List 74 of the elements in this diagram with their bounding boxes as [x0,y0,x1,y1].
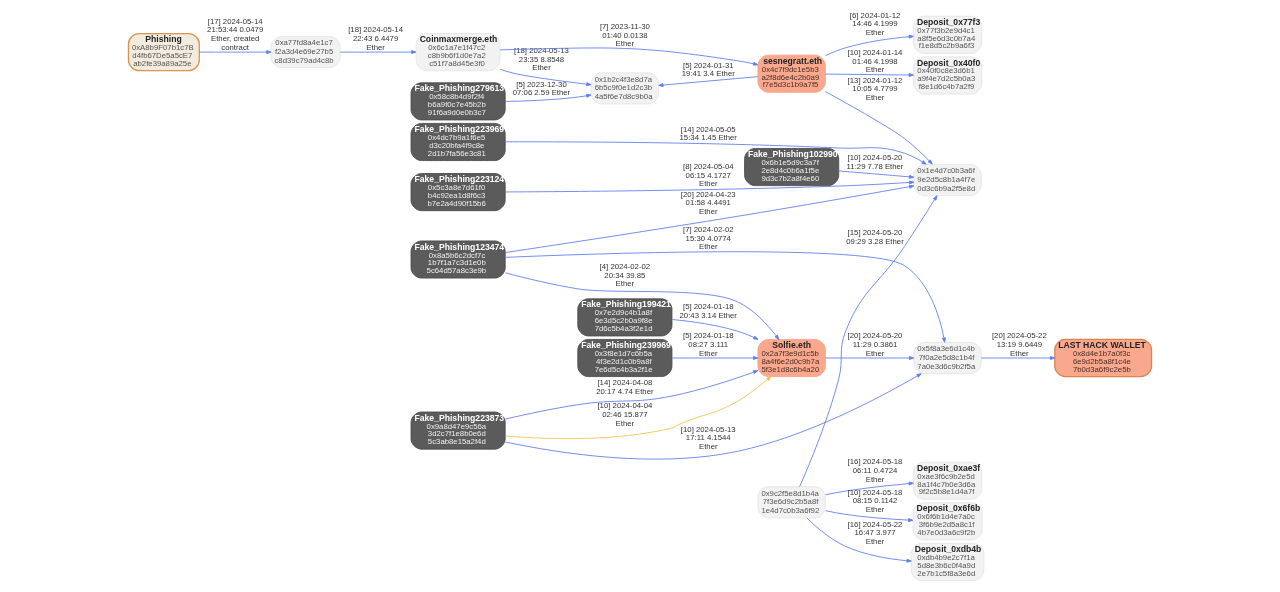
node-box: Deposit_0x77f3 0x77f3b2e9d4c1a8f5e6d3c0b7a4f1e8d5c2b9a6f3 [913,15,983,54]
edge-label: [7] 2024-02-02 15:30 4.0774 Ether [683,225,734,252]
edge-label: [10] 2024-01-14 01:46 4.1998 Ether [847,47,903,75]
arrow [825,73,914,77]
edge-label: [5] 2024-01-18 08:27 3.111 Ether [683,331,734,358]
edge-label: [20] 2024-05-22 13:19 9.6449 Ether [991,331,1047,358]
arrow [671,356,759,360]
edge-label: [6] 2024-01-12 14:46 4.1999 Ether [849,10,901,37]
arrow [499,47,759,66]
arrow [499,68,592,87]
node-box: Deposit_0xdb4b 0xdb4b9e2c7f1a5d8e3b6c0f4a9d2e7b1c5f8a3e6d [910,542,985,581]
arrow [504,184,915,253]
arrow [339,50,417,55]
node-box: 0x1e4d7c0b3a6f9e2d5c8b1a4f7e0d3c6b9a2f5e8d [913,164,982,196]
edge-label: [10] 2024-05-20 11:29 7.78 Ether [846,153,904,171]
node-box: Fake_Phishing199421 0x7e2d9c4b1a8f6e3d5c2b0a9f8e7d6c5b4a3f2e1d [577,298,673,337]
arrow [825,510,914,523]
edge-label: [5] 2024-01-31 19:41 3.4 Ether [681,60,735,79]
edge-label: [10] 2024-05-18 08:15 0.1142 Ether [847,487,903,514]
arrow [825,34,914,56]
arrow [838,170,915,179]
arrow [198,50,272,55]
arrow [504,251,946,343]
edge-label: [8] 2024-05-04 06:15 4.1727 Ether [683,161,734,189]
edge-label: [14] 2024-04-08 20:17 4.74 Ether [596,377,654,396]
node-box: Fake_Phishing239969 0x3f8e1d7c6b5a4f3e2d1c0b9a8f7e6d5c4b3a2f1e [577,339,673,377]
arrow [825,356,915,360]
node-box: Fake_Phishing223969 0x4dc7b9a1f6e5d3c20bfa4f9c8e2d1b7fa56e3c81 [410,122,506,161]
edge-label: [16] 2024-05-18 06:11 0.4724 Ether [847,457,903,484]
arrow [981,356,1056,360]
node-box: Fake_Phishing102990 0x6b1e5d9c3a7f2e8d4c0b6a1f5e9d3c7b2a8f4e60 [744,148,840,187]
arrow [504,370,759,420]
edge-label: [7] 2023-11-30 01:40 0.0138 Ether [599,21,650,49]
edge-label: [18] 2024-05-14 22:43 6.4479 Ether [348,25,404,52]
edge-label: [10] 2024-04-04 02:46 15.877 Ether [597,401,653,428]
node-box: 0xa77fd8a4e1c7f2a3d4e69e27b5c8d39c79ad4c8b [270,36,341,69]
node-box: Deposit_0x6f6b 0x6f6b1d4e7a0c3f6b9e2d5a8c1f4b7e0d3a6c9f2b [912,502,983,541]
arrow [825,481,914,496]
edge-label: [15] 2024-05-20 09:29 3.28 Ether [846,228,904,247]
arrow [505,376,772,440]
edge-label: [17] 2024-05-14 21:53:44 0.0479 Ether, created contract [207,16,264,52]
arrow [799,195,938,488]
arrow [505,141,927,165]
edge-label: [20] 2024-05-20 11:29 0.3861 Ether [847,331,903,358]
node-box: Fake_Phishing279613 0x58c8b4d9f2f4b6a9f0c7e45b2b91f6a9d0e0b3c7 [410,82,506,121]
arrow [504,93,592,102]
edge-label: [16] 2024-05-22 16:47 3.977 Ether [847,519,903,546]
node-box: 0x1b2c4f3e8d7a6b5c9f0e1d2c3b4a5f6e7d8c9b0a [590,72,659,105]
node-box: Fake_Phishing223873 0x9a8d47e9c56a3d2c7f1e8b0e6d5c3ab8e15a2f4d [410,411,506,450]
arrow [671,319,759,340]
node-box: 0x5f8a3e6d1c4b7f0a2e5d8c1b4f7a0e3d6c9b2f5a [913,342,982,374]
node-box: Fake_Phishing223124 0x5c3a8e7d61f0b4c92ea1d8f6c3b7e2a4d90f15b6 [410,173,506,212]
arrow [806,517,912,563]
edge-label: [5] 2024-01-18 20:43 3.14 Ether [679,301,737,320]
arrow [658,76,759,88]
node-box: LAST HACK WALLET 0x8d4e1b7a0f3c6e9d2b5a8f1c4e7b0d3a6f9c2e5b [1054,338,1153,378]
edge-label: [13] 2024-01-12 10:05 4.7799 Ether [847,75,903,102]
node-box: Fake_Phishing123474 0x8a5b6c2dcf7c1b7f1a7c3d1e0b5c64d57a8c3e9b [410,240,506,279]
node-box: Phishing 0xA8b9F07b1c7Bd4fb67De5a5cE7ab2fe39a89a25e [127,32,200,72]
node-box: Deposit_0x40f0 0x40f0c8e3d6b1a9f4e7d2c5b0a3f8e1d6c4b7a2f9 [913,56,983,95]
edge-label: [20] 2024-04-23 01:58 4.4491 Ether [680,189,736,216]
node-box: 0x9c2f5e8d1b4a7f3e6d9c2b5a8f1e4d7c0b3a6f92 [757,486,826,519]
edge-label: [5] 2023-12-30 07:06 2.59 Ether [512,79,571,98]
arrow [824,91,933,165]
node-box: sesnegratt.eth 0x4c7f9dc1e5b3a2f8d6e4c2b0a9f7e5d3c1b9a7f5 [757,54,826,93]
edge-label: [4] 2024-02-02 20:34 39.85 Ether [599,262,651,289]
arrow [504,373,922,460]
edge-label: [10] 2024-05-13 17:11 4.1544 Ether [680,424,736,451]
edge-label: [14] 2024-05-05 15:34 1.45 Ether [679,124,737,143]
node-box: Solfie.eth 0x2a7f3e9d1c5b8a4f6e2d0c9b7a5f3e1d8c6b4a20 [757,339,826,377]
edge-label: [18] 2024-05-13 23:35 8.8548 Ether [514,46,569,73]
node-box: Deposit_0xae3f 0xae3f6c9b2e5d8a1f4c7b0e3d6a9f2c5b8e1d4a7f [913,461,983,500]
node-box: Coinmaxmerge.eth 0x6c1a7e1f47c2c8b9b6f1d0e7a2c51f7a8d45e3f0 [415,33,501,72]
arrow [505,180,915,193]
